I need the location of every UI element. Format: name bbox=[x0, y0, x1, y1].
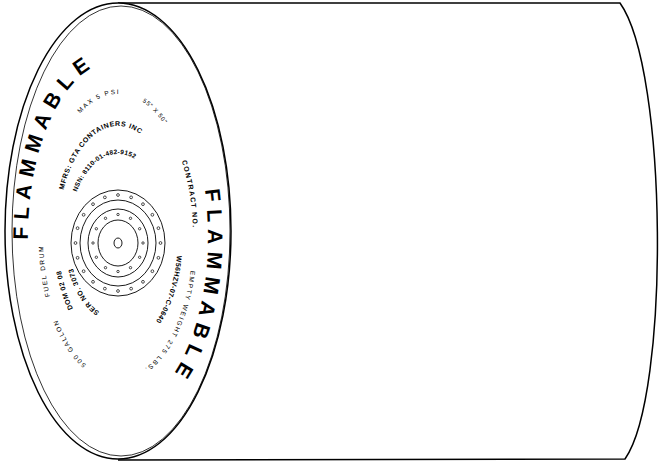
drum-marking: FUEL DRUM bbox=[37, 245, 51, 298]
bolt-hole bbox=[117, 194, 120, 197]
bolt-hole bbox=[82, 213, 85, 216]
bung-fitting bbox=[71, 190, 165, 296]
bolt-hole bbox=[82, 270, 85, 273]
marking-label: 500 GALLON bbox=[51, 318, 86, 369]
end-cap-rim bbox=[12, 6, 230, 456]
bolt-hole bbox=[130, 287, 133, 290]
bolt-hole bbox=[95, 256, 97, 258]
marking-label: FUEL DRUM bbox=[37, 245, 51, 298]
bolt-hole bbox=[103, 196, 106, 199]
bolt-hole bbox=[129, 217, 131, 219]
bolt-hole bbox=[76, 227, 79, 230]
bolt-hole bbox=[142, 242, 144, 244]
bolt-hole bbox=[159, 242, 162, 245]
bolt-hole bbox=[151, 213, 154, 216]
marking-label: CONTRACT NO. bbox=[181, 159, 199, 228]
bolt-hole bbox=[104, 266, 106, 268]
marking-label: MAX 5 PSI bbox=[76, 88, 121, 114]
bolt-hole bbox=[142, 280, 145, 283]
bolt-hole bbox=[138, 228, 140, 230]
drum-end-cap bbox=[5, 3, 231, 459]
marking-label: W56HZV-07-C-0640 bbox=[155, 255, 183, 325]
drum-marking: 500 GALLON bbox=[51, 318, 86, 369]
bolt-hole bbox=[157, 256, 160, 259]
bolt-hole bbox=[117, 290, 120, 293]
drum-marking: W56HZV-07-C-0640 bbox=[155, 255, 183, 325]
drum-marking: MAX 5 PSI bbox=[76, 88, 121, 114]
bolt-hole bbox=[117, 270, 119, 272]
bolt-hole bbox=[95, 228, 97, 230]
drum-marking: SER NO. 3073 bbox=[67, 268, 100, 317]
bolt-hole bbox=[138, 256, 140, 258]
bolt-hole bbox=[130, 196, 133, 199]
bolt-hole bbox=[76, 256, 79, 259]
bolt-hole bbox=[92, 280, 95, 283]
drum-marking: CONTRACT NO. bbox=[181, 159, 199, 228]
marking-label: NSN: 8110-01-482-9152 bbox=[71, 148, 138, 192]
bolt-hole bbox=[103, 287, 106, 290]
marking-label: 55" X 50" bbox=[142, 97, 169, 125]
bolt-hole bbox=[92, 203, 95, 206]
drum-marking: NSN: 8110-01-482-9152 bbox=[71, 148, 138, 192]
bolt-hole bbox=[117, 213, 119, 215]
bolt-hole bbox=[104, 217, 106, 219]
drum-marking: DOM 02 08 bbox=[55, 270, 74, 311]
bolt-hole bbox=[157, 227, 160, 230]
bolt-hole bbox=[151, 270, 154, 273]
drum-marking: EMPTY WEIGHT 275 LBS. bbox=[143, 270, 196, 374]
marking-label: SER NO. 3073 bbox=[67, 268, 100, 317]
bolt-hole bbox=[142, 203, 145, 206]
drum-marking: 55" X 50" bbox=[142, 97, 169, 125]
bolt-hole bbox=[74, 242, 77, 245]
marking-label: EMPTY WEIGHT 275 LBS. bbox=[143, 270, 196, 374]
marking-label: DOM 02 08 bbox=[55, 270, 74, 311]
bolt-hole bbox=[92, 242, 94, 244]
bolt-hole bbox=[129, 266, 131, 268]
